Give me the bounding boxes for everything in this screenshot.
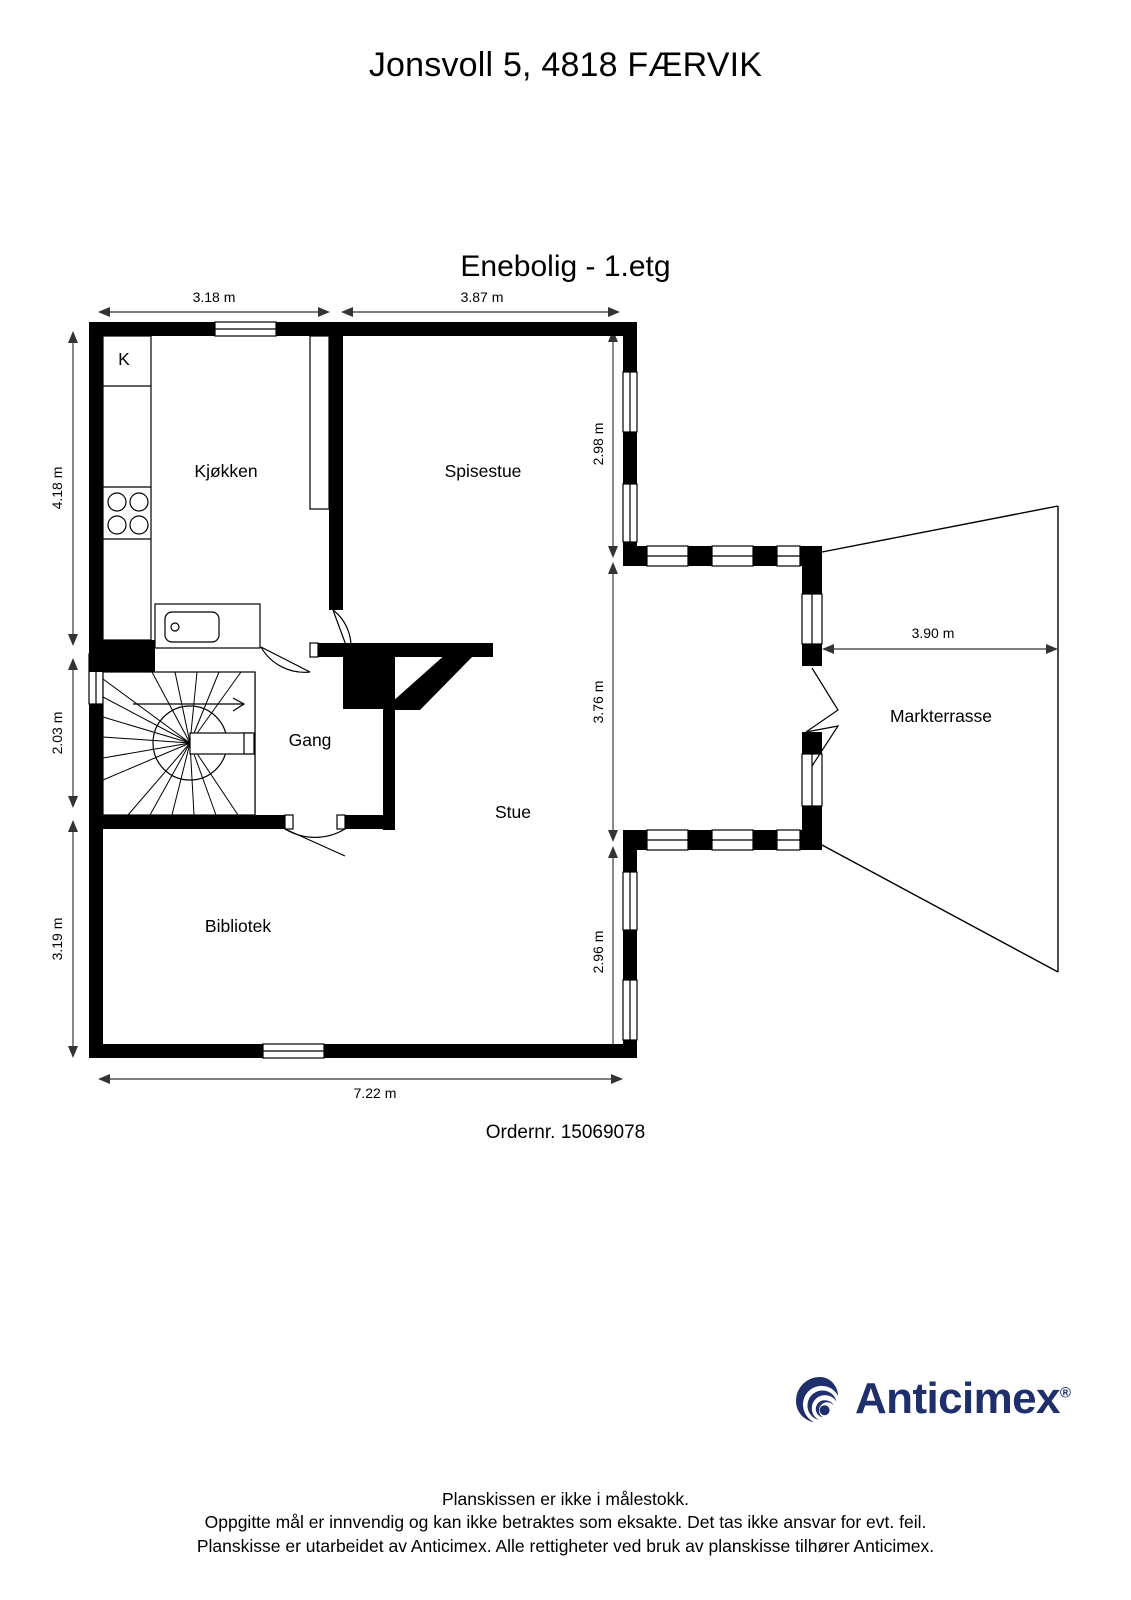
dimension-label: 3.90 m xyxy=(912,625,955,641)
disclaimer-line-3: Planskisse er utarbeidet av Anticimex. A… xyxy=(196,1535,935,1556)
dimension-label: 3.18 m xyxy=(193,289,236,305)
disclaimer-text: Planskissen er ikke i målestokk. Oppgitt… xyxy=(0,1488,1131,1558)
door-group xyxy=(260,609,352,857)
dimension-group-terrace: 3.90 m xyxy=(822,625,1058,654)
dimension-label: 7.22 m xyxy=(354,1085,397,1101)
dimension-group-left: 4.18 m 2.03 m 3.19 m xyxy=(49,331,78,1058)
anticimex-logo: Anticimex® xyxy=(795,1368,1071,1430)
terrace-outline xyxy=(821,505,1059,973)
room-label-spisestue: Spisestue xyxy=(445,461,522,481)
order-number: Ordernr. 15069078 xyxy=(485,1122,646,1143)
floorplan-drawing: 3.18 m 3.87 m 4.18 m 2.03 m 3.19 m xyxy=(49,289,1059,1101)
brand-name: Anticimex xyxy=(855,1374,1060,1423)
dimension-label: 3.19 m xyxy=(49,918,65,961)
registered-mark: ® xyxy=(1059,1384,1071,1402)
room-label-group: Kjøkken Spisestue Gang Stue Bibliotek Ma… xyxy=(194,461,992,936)
dimension-label: 2.98 m xyxy=(590,423,606,466)
disclaimer-line-1: Planskissen er ikke i målestokk. xyxy=(441,1489,690,1509)
dimension-label: 4.18 m xyxy=(49,467,65,510)
dimension-group-right: 2.98 m 3.76 m 2.96 m xyxy=(590,330,618,1057)
dimension-label: 3.87 m xyxy=(461,289,504,305)
exterior-walls xyxy=(89,322,637,1058)
dimension-label: 3.76 m xyxy=(590,681,606,724)
plan-subtitle: Enebolig - 1.etg xyxy=(460,250,671,283)
room-label-kjokken: Kjøkken xyxy=(194,461,257,481)
disclaimer-line-2: Oppgitte mål er innvendig og kan ikke be… xyxy=(204,1512,927,1533)
staircase xyxy=(102,671,256,816)
room-label-stue: Stue xyxy=(495,802,531,822)
dimension-label: 2.03 m xyxy=(49,712,65,755)
window-group xyxy=(88,321,638,1059)
cabinet-label-k: K xyxy=(118,349,130,369)
dimension-group-top: 3.18 m 3.87 m xyxy=(98,289,620,317)
kitchen-fixtures: K xyxy=(102,335,261,649)
dimension-label: 2.96 m xyxy=(590,931,606,974)
room-label-gang: Gang xyxy=(289,730,332,750)
room-label-bibliotek: Bibliotek xyxy=(205,916,271,936)
room-label-markterrasse: Markterrasse xyxy=(890,706,992,726)
page-title: Jonsvoll 5, 4818 FÆRVIK xyxy=(368,46,763,84)
anticimex-wordmark: Anticimex® xyxy=(855,1374,1071,1423)
anticimex-spiral-icon xyxy=(796,1377,839,1423)
terrace-wall-group xyxy=(623,545,840,851)
dimension-group-bottom: 7.22 m xyxy=(98,1074,623,1101)
